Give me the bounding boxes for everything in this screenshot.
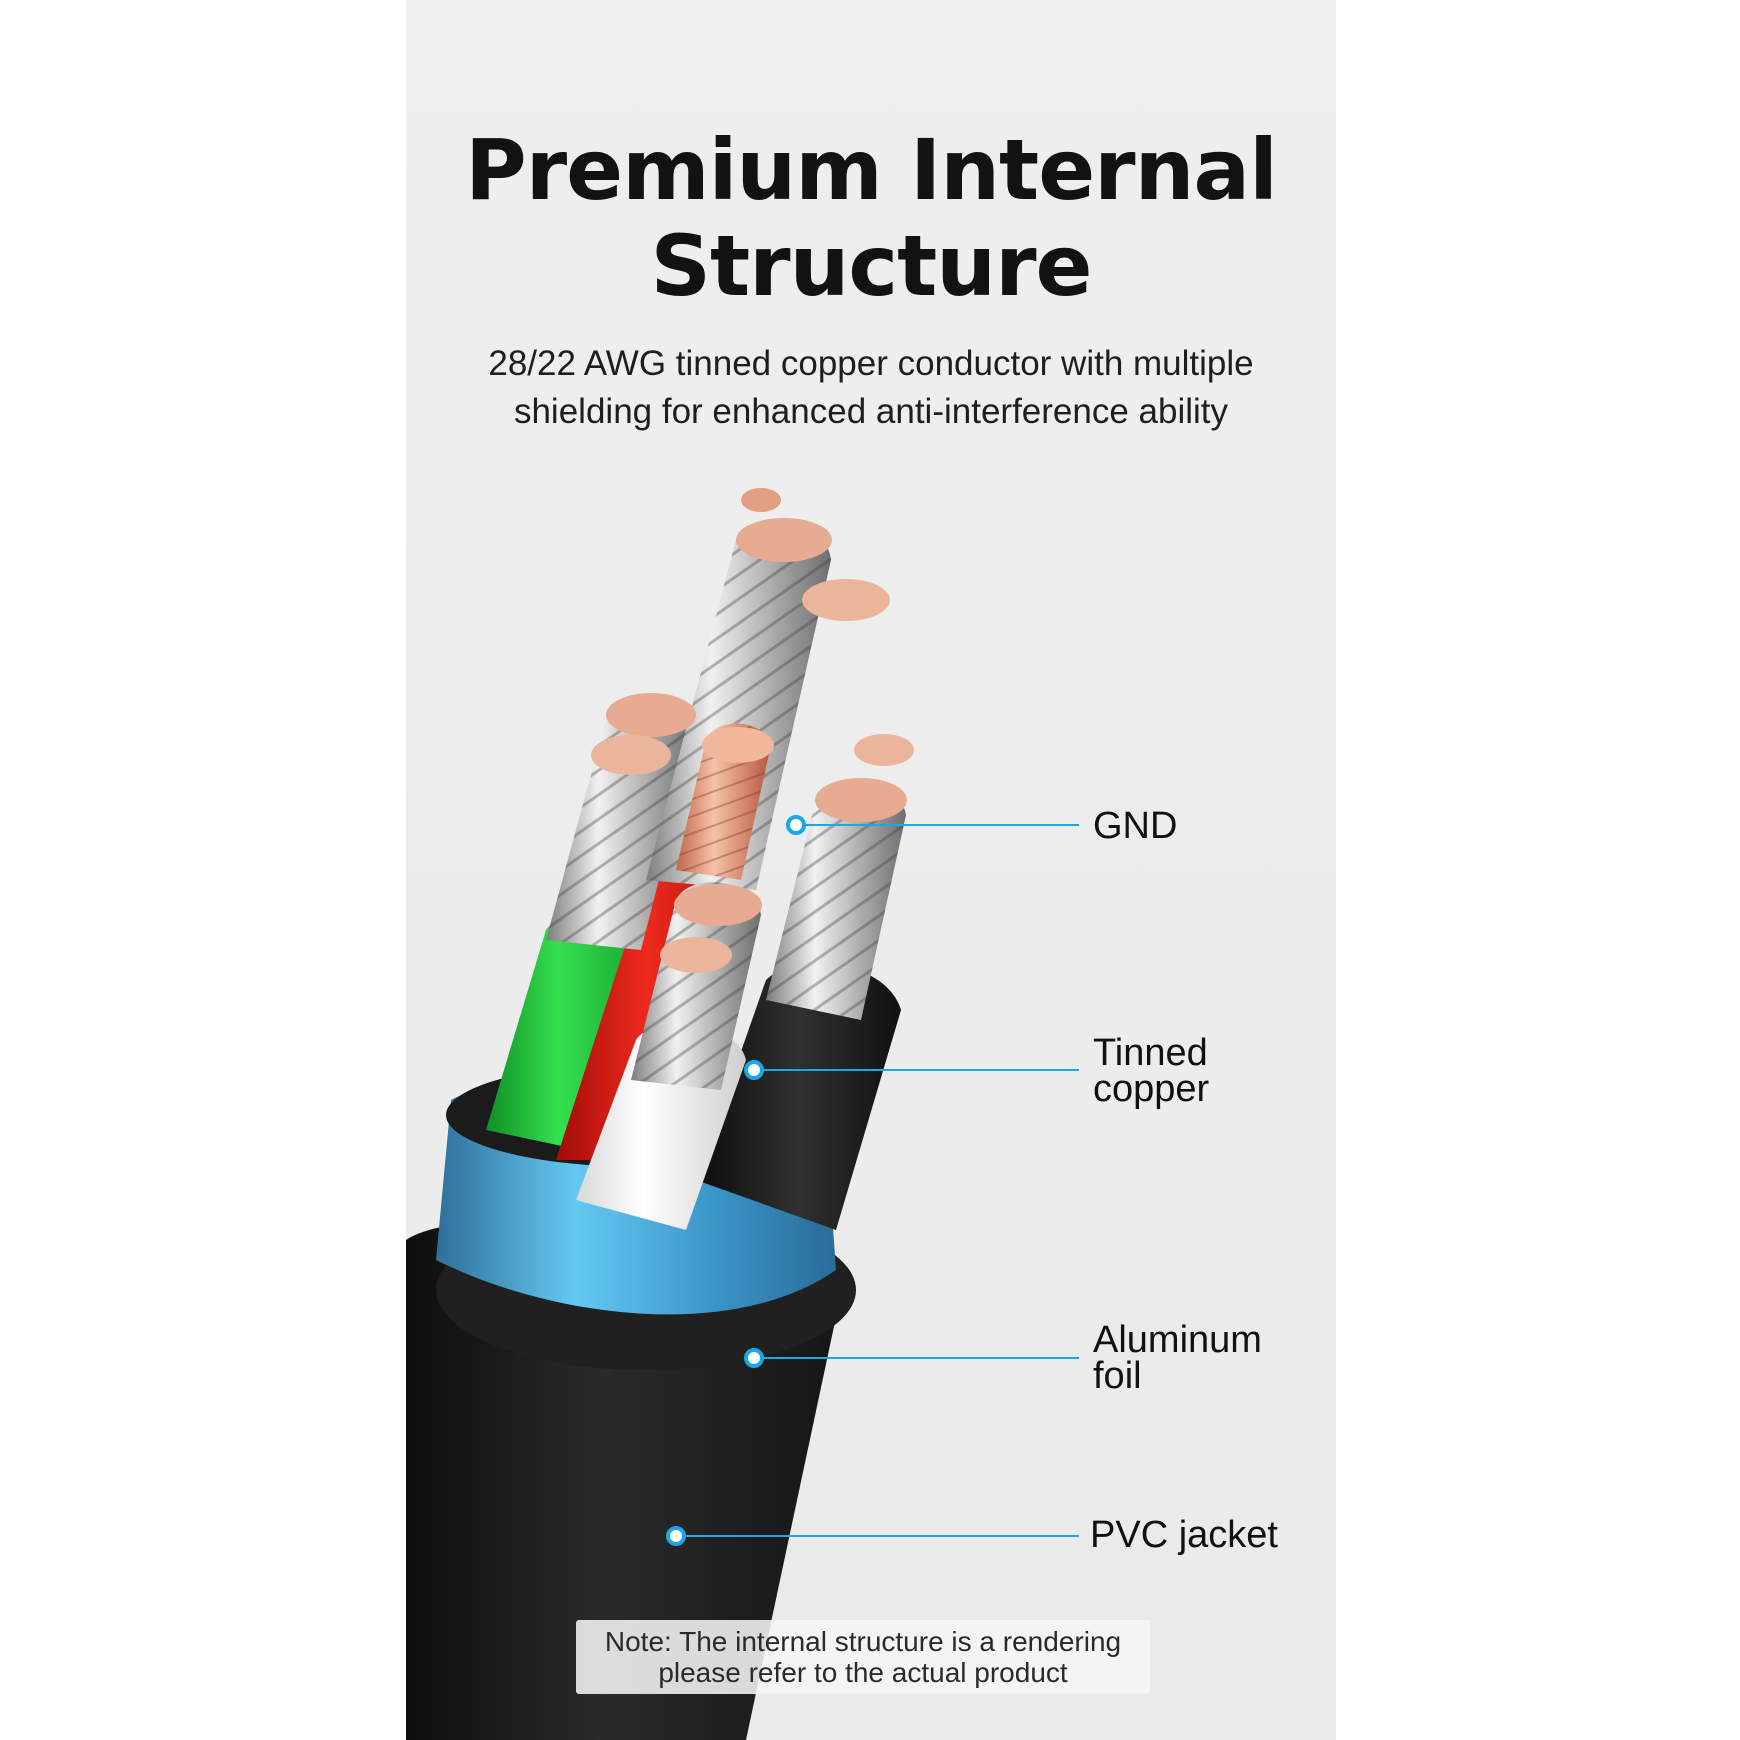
callout-aluminum-foil: Aluminum foil (1093, 1319, 1262, 1397)
title-line-2: Structure (650, 217, 1092, 315)
cable-cross-section-illustration (406, 488, 1079, 1740)
subtitle-line-2: shielding for enhanced anti-interference… (513, 392, 1229, 431)
callout-gnd: GND (1093, 805, 1178, 847)
note-line-2: please refer to the actual product (658, 1657, 1068, 1688)
callout-gnd-text: GND (1093, 805, 1178, 847)
subtitle-line-1: 28/22 AWG tinned copper conductor with m… (488, 344, 1254, 383)
callout-pvc-jacket-text: PVC jacket (1090, 1514, 1278, 1556)
callout-pvc-jacket: PVC jacket (1090, 1514, 1278, 1556)
page-title: Premium Internal Structure (406, 122, 1336, 314)
callout-tinned-copper-line-2: copper (1093, 1068, 1210, 1110)
title-line-1: Premium Internal (465, 121, 1278, 219)
disclaimer-note: Note: The internal structure is a render… (576, 1620, 1150, 1694)
callout-tinned-copper-line-1: Tinned (1093, 1032, 1208, 1074)
product-panel: Premium Internal Structure 28/22 AWG tin… (406, 0, 1336, 1740)
callout-aluminum-foil-line-2: foil (1093, 1355, 1142, 1397)
note-line-1: Note: The internal structure is a render… (604, 1626, 1122, 1657)
callout-tinned-copper: Tinned copper (1093, 1032, 1210, 1110)
page-subtitle: 28/22 AWG tinned copper conductor with m… (406, 340, 1336, 436)
callout-aluminum-foil-line-1: Aluminum (1093, 1319, 1262, 1361)
